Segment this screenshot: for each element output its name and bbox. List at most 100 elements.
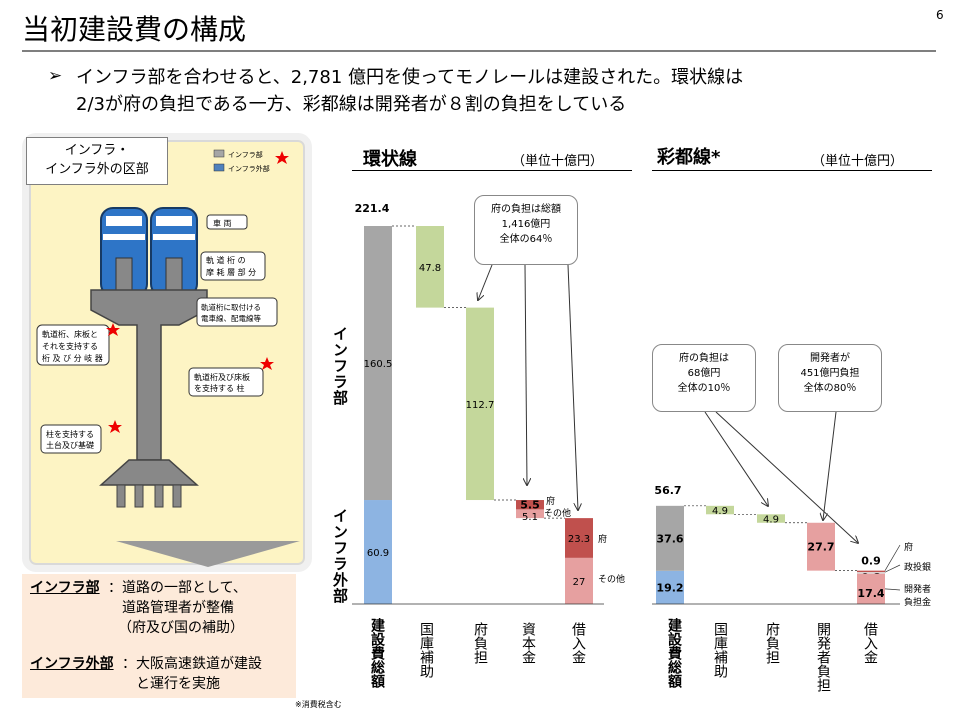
footnote: ※消費税含む bbox=[295, 700, 342, 709]
value-left-loan-other: 27 bbox=[573, 577, 586, 588]
callout-line-2: インフラ外の区部 bbox=[45, 162, 149, 177]
infra-term: インフラ部 bbox=[30, 580, 100, 596]
value-left-kokko: 47.8 bbox=[419, 263, 441, 274]
bar-left-total-outer bbox=[364, 500, 392, 604]
panel-right-rule bbox=[652, 170, 932, 171]
definition-note: インフラ部 ：道路の一部として、 道路管理者が整備 （府及び国の補助） インフラ… bbox=[22, 574, 296, 698]
label-developer: 開発者 bbox=[904, 585, 932, 595]
label-sonota: その他 bbox=[544, 509, 572, 519]
bar-right-loan-dbj bbox=[857, 572, 885, 574]
arrow-right-3 bbox=[823, 411, 837, 520]
page-title: 当初建設費の構成 bbox=[22, 13, 247, 46]
cat-right-1: 国庫補助 bbox=[712, 622, 728, 678]
bar-right-total-infra bbox=[656, 505, 684, 571]
cat-left-3: 資本金 bbox=[520, 622, 536, 664]
value-right-loan-developer: 17.4 bbox=[857, 587, 884, 600]
value-right-total-infra: 37.6 bbox=[656, 532, 683, 545]
page-number: 6 bbox=[936, 8, 944, 22]
bar-right-loan-developer bbox=[857, 573, 885, 604]
svg-text:を支持する 柱: を支持する 柱 bbox=[194, 383, 245, 393]
cat-right-3: 開発者負担 bbox=[815, 622, 831, 692]
svg-text:土台及び基礎: 土台及び基礎 bbox=[46, 440, 94, 450]
panel-right-unit: （単位十億円） bbox=[812, 154, 904, 169]
pointer-fu bbox=[884, 544, 901, 571]
callout-line-1: インフラ・ bbox=[64, 143, 130, 158]
title-divider bbox=[22, 50, 936, 52]
outer-desc-2: と運行を実施 bbox=[136, 676, 220, 692]
panel-right-title: 彩都線* bbox=[657, 147, 721, 168]
monorail-structure-illustration: インフラ部 インフラ外部 車 両 軌 道 桁 の 摩 耗 層 部 分 軌道桁に取… bbox=[22, 133, 312, 572]
summary-line-2: 2/3が府の負担である一方、彩都線は開発者が８割の負担をしている bbox=[76, 94, 627, 115]
svg-text:それを支持する: それを支持する bbox=[42, 341, 98, 351]
svg-text:軌 道 桁 の: 軌 道 桁 の bbox=[206, 255, 246, 265]
bar-left-total-infra bbox=[364, 226, 392, 501]
bar-left-fu bbox=[466, 307, 494, 501]
value-right-developer: 27.7 bbox=[807, 541, 834, 554]
arrow-left-2 bbox=[525, 264, 527, 485]
illustration-callout: インフラ・ インフラ外の区部 bbox=[26, 137, 168, 185]
value-right-fu: 4.9 bbox=[763, 515, 779, 526]
value-left-total: 221.4 bbox=[355, 202, 390, 215]
cat-left-0: 建設費総額 bbox=[369, 618, 385, 688]
side-label-outer: インフラ外部 bbox=[331, 508, 349, 604]
value-left-total-infra: 160.5 bbox=[364, 359, 393, 370]
value-right-kokko: 4.9 bbox=[712, 506, 728, 517]
svg-text:軌道桁及び床板: 軌道桁及び床板 bbox=[194, 372, 250, 382]
infra-desc-1: ：道路の一部として、 bbox=[108, 580, 247, 596]
label-fu-2: 府 bbox=[598, 535, 608, 545]
svg-text:車 両: 車 両 bbox=[213, 218, 232, 228]
arrow-left-3 bbox=[567, 264, 578, 510]
value-right-total-outer: 19.2 bbox=[656, 581, 683, 594]
outer-term: インフラ外部 bbox=[30, 656, 114, 672]
svg-text:柱を支持する: 柱を支持する bbox=[46, 429, 94, 439]
panel-left-title: 環状線 bbox=[363, 149, 417, 170]
infra-desc-2: 道路管理者が整備 bbox=[122, 600, 234, 616]
cat-right-0: 建設費総額 bbox=[666, 618, 682, 688]
bar-left-loan-other bbox=[565, 557, 593, 604]
svg-text:軌道桁に取付ける: 軌道桁に取付ける bbox=[201, 302, 261, 312]
cat-right-4: 借入金 bbox=[862, 622, 878, 664]
svg-text:桁 及 び 分 岐 器: 桁 及 び 分 岐 器 bbox=[42, 353, 103, 363]
cat-right-2: 府負担 bbox=[764, 622, 780, 664]
svg-text:軌道桁、床板と: 軌道桁、床板と bbox=[42, 329, 98, 339]
value-right-loan-fu: 0.9 bbox=[861, 555, 881, 568]
bar-right-developer bbox=[807, 522, 835, 571]
bar-right-total-outer bbox=[656, 570, 684, 604]
bar-right-kokko bbox=[706, 505, 734, 515]
bar-left-capital-other bbox=[516, 509, 544, 519]
arrow-right-1 bbox=[704, 411, 768, 506]
outer-desc-1: ：大阪高速鉄道が建設 bbox=[122, 656, 262, 672]
svg-text:電車線、配電線等: 電車線、配電線等 bbox=[201, 313, 261, 323]
summary-text: インフラ部を合わせると、2,781 億円を使ってモノレールは建設された。環状線は… bbox=[76, 64, 743, 118]
cat-left-2: 府負担 bbox=[472, 622, 488, 664]
panel-left-rule bbox=[352, 170, 632, 171]
bar-left-loan-fu bbox=[565, 518, 593, 558]
label-fu: 府 bbox=[546, 497, 556, 507]
infra-desc-3: （府及び国の補助） bbox=[118, 620, 244, 636]
side-label-infra: インフラ部 bbox=[331, 326, 349, 406]
cat-left-4: 借入金 bbox=[570, 622, 586, 664]
bullet-arrow-icon: ➢ bbox=[48, 66, 63, 86]
label-dbj: 政投銀 bbox=[904, 563, 932, 573]
value-left-fu: 112.7 bbox=[466, 400, 495, 411]
label-developer-2: 負担金 bbox=[904, 598, 932, 608]
structure-diagram: インフラ部 インフラ外部 車 両 軌 道 桁 の 摩 耗 層 部 分 軌道桁に取… bbox=[36, 149, 289, 508]
arrow-left-1 bbox=[478, 264, 493, 300]
value-left-total-outer: 60.9 bbox=[367, 548, 389, 559]
panel-left-unit: （単位十億円） bbox=[512, 154, 604, 169]
svg-text:摩 耗 層 部 分: 摩 耗 層 部 分 bbox=[206, 267, 256, 277]
label-sonota-2: その他 bbox=[598, 575, 626, 585]
bar-left-capital-fu bbox=[516, 500, 544, 510]
arrow-right-2 bbox=[715, 411, 858, 543]
bar-right-loan-fu bbox=[857, 570, 885, 573]
value-left-loan-fu: 23.3 bbox=[568, 534, 590, 545]
value-left-capital-other: 5.1 bbox=[522, 512, 538, 523]
summary-line-1: インフラ部を合わせると、2,781 億円を使ってモノレールは建設された。環状線は bbox=[76, 67, 744, 88]
value-left-capital-fu: 5.5 bbox=[520, 499, 540, 512]
pointer-dbj bbox=[884, 564, 901, 573]
down-arrow-icon bbox=[116, 541, 300, 567]
bar-right-fu bbox=[757, 514, 785, 523]
